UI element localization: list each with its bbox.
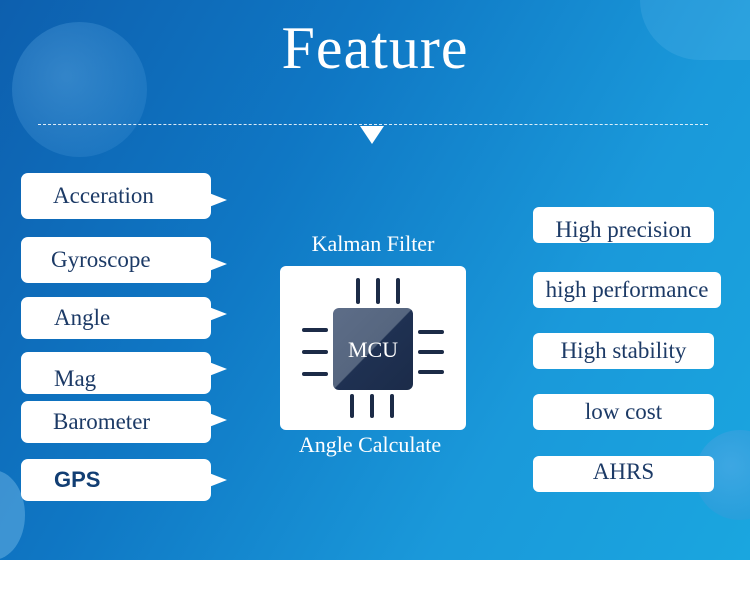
pointer-icon bbox=[209, 307, 227, 321]
feature-high-precision: High precision bbox=[533, 207, 714, 243]
down-arrow-icon bbox=[360, 126, 384, 144]
chip-body bbox=[333, 308, 413, 390]
pointer-icon bbox=[209, 193, 227, 207]
input-label: Gyroscope bbox=[51, 247, 151, 272]
input-bubble-barometer: Barometer bbox=[21, 401, 227, 443]
input-bubble-acceleration: Acceration bbox=[21, 173, 227, 219]
input-bubble-angle: Angle bbox=[21, 297, 227, 339]
feature-low-cost: low cost bbox=[533, 394, 714, 430]
input-label: Angle bbox=[54, 305, 111, 330]
processor-panel: MCU bbox=[280, 266, 466, 430]
input-label: GPS bbox=[54, 467, 101, 492]
page-title: Feature bbox=[281, 15, 469, 81]
input-bubble-mag: Mag bbox=[21, 352, 227, 394]
divider-line bbox=[38, 124, 708, 125]
feature-banner: Feature Acceration Gyroscope Angle Mag B… bbox=[0, 0, 750, 560]
feature-high-stability: High stability bbox=[533, 333, 714, 369]
feature-label: High precision bbox=[555, 217, 692, 242]
input-label: Mag bbox=[54, 366, 97, 391]
pointer-icon bbox=[209, 413, 227, 427]
input-label: Acceration bbox=[53, 183, 154, 208]
feature-label: High stability bbox=[560, 338, 687, 363]
input-bubble-gps: GPS bbox=[21, 459, 227, 501]
pointer-icon bbox=[209, 362, 227, 376]
pointer-icon bbox=[209, 473, 227, 487]
input-bubble-gyroscope: Gyroscope bbox=[21, 237, 227, 283]
feature-label: high performance bbox=[545, 277, 709, 302]
decor-circle bbox=[12, 22, 147, 157]
pointer-icon bbox=[209, 257, 227, 271]
feature-ahrs: AHRS bbox=[533, 456, 714, 492]
feature-high-performance: high performance bbox=[533, 272, 721, 308]
mcu-chip-icon: MCU bbox=[302, 278, 444, 418]
feature-label: low cost bbox=[584, 399, 663, 424]
angle-calculate-label: Angle Calculate bbox=[298, 432, 442, 457]
kalman-filter-label: Kalman Filter bbox=[311, 231, 435, 256]
mcu-label: MCU bbox=[348, 337, 398, 362]
input-label: Barometer bbox=[53, 409, 151, 434]
feature-label: AHRS bbox=[592, 459, 655, 484]
